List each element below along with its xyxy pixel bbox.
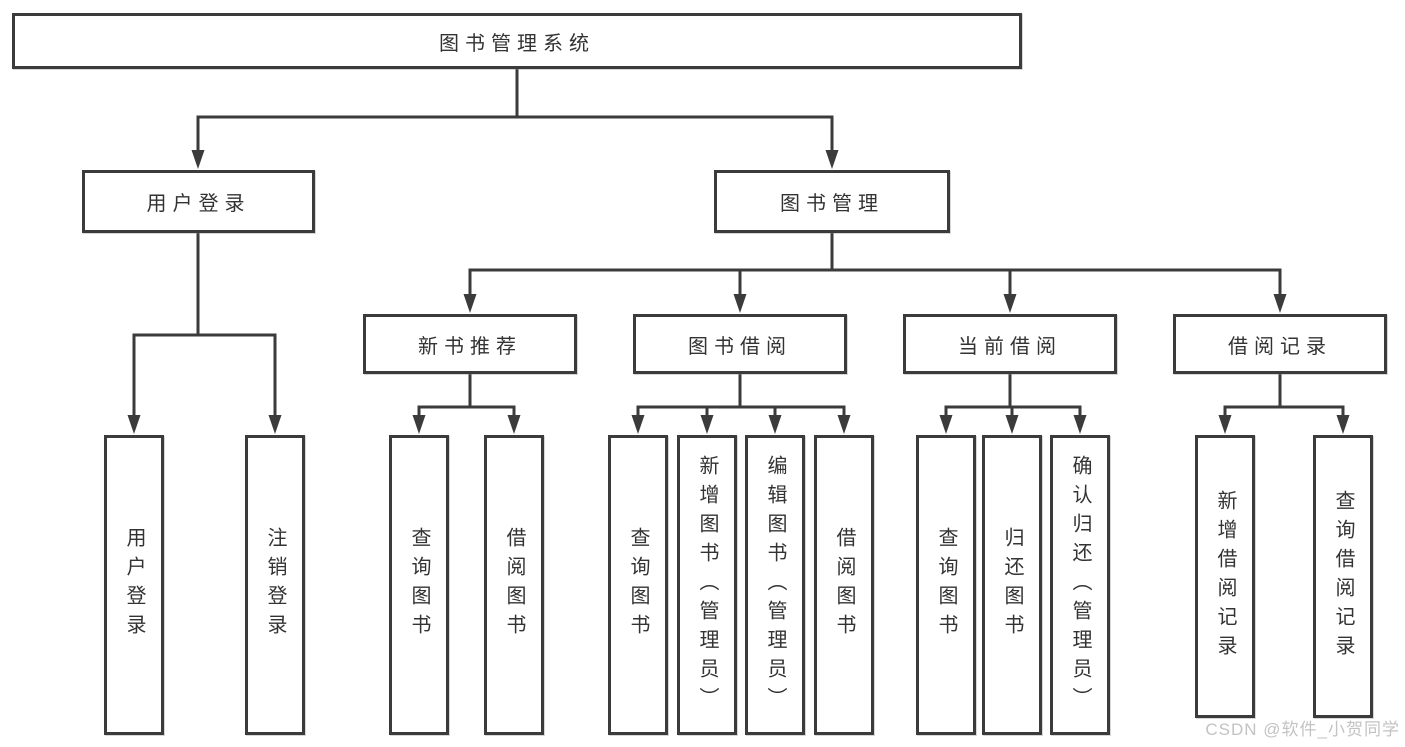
leaf-current-confirm-return-admin: 确认归还（管理员） <box>1050 435 1110 735</box>
leaf-current-confirm-return-admin-label: 确认归还（管理员） <box>1069 454 1091 716</box>
node-new-book-recommend: 新书推荐 <box>363 314 577 374</box>
leaf-user-login-label: 用户登录 <box>123 527 145 643</box>
leaf-recommend-borrow-books-label: 借阅图书 <box>503 527 525 643</box>
leaf-borrow-borrow-books: 借阅图书 <box>814 435 874 735</box>
leaf-records-query-record-label: 查询借阅记录 <box>1332 489 1354 664</box>
leaf-recommend-query-books: 查询图书 <box>389 435 449 735</box>
leaf-logout-label: 注销登录 <box>264 527 286 643</box>
leaf-user-login: 用户登录 <box>104 435 164 735</box>
leaf-recommend-query-books-label: 查询图书 <box>408 527 430 643</box>
node-book-management: 图书管理 <box>714 170 950 233</box>
leaf-recommend-borrow-books: 借阅图书 <box>484 435 544 735</box>
node-current-borrow: 当前借阅 <box>903 314 1117 374</box>
leaf-current-return-books: 归还图书 <box>982 435 1042 735</box>
leaf-current-query-books: 查询图书 <box>916 435 976 735</box>
leaf-borrow-query-books-label: 查询图书 <box>627 527 649 643</box>
leaf-borrow-edit-books-admin: 编辑图书（管理员） <box>745 435 805 735</box>
leaf-borrow-add-books-admin-label: 新增图书（管理员） <box>696 454 718 716</box>
leaf-logout: 注销登录 <box>245 435 305 735</box>
node-borrow-records: 借阅记录 <box>1173 314 1387 374</box>
leaf-current-query-books-label: 查询图书 <box>935 527 957 643</box>
leaf-borrow-borrow-books-label: 借阅图书 <box>833 527 855 643</box>
leaf-borrow-edit-books-admin-label: 编辑图书（管理员） <box>764 454 786 716</box>
leaf-records-add-record-label: 新增借阅记录 <box>1214 489 1236 664</box>
leaf-borrow-query-books: 查询图书 <box>608 435 668 735</box>
node-user-login: 用户登录 <box>82 170 315 233</box>
leaf-current-return-books-label: 归还图书 <box>1001 527 1023 643</box>
leaf-records-query-record: 查询借阅记录 <box>1313 435 1373 718</box>
node-root-system: 图书管理系统 <box>12 13 1022 69</box>
leaf-borrow-add-books-admin: 新增图书（管理员） <box>677 435 737 735</box>
csdn-watermark: CSDN @软件_小贺同学 <box>1205 720 1400 739</box>
node-book-borrow: 图书借阅 <box>633 314 847 374</box>
leaf-records-add-record: 新增借阅记录 <box>1195 435 1255 718</box>
